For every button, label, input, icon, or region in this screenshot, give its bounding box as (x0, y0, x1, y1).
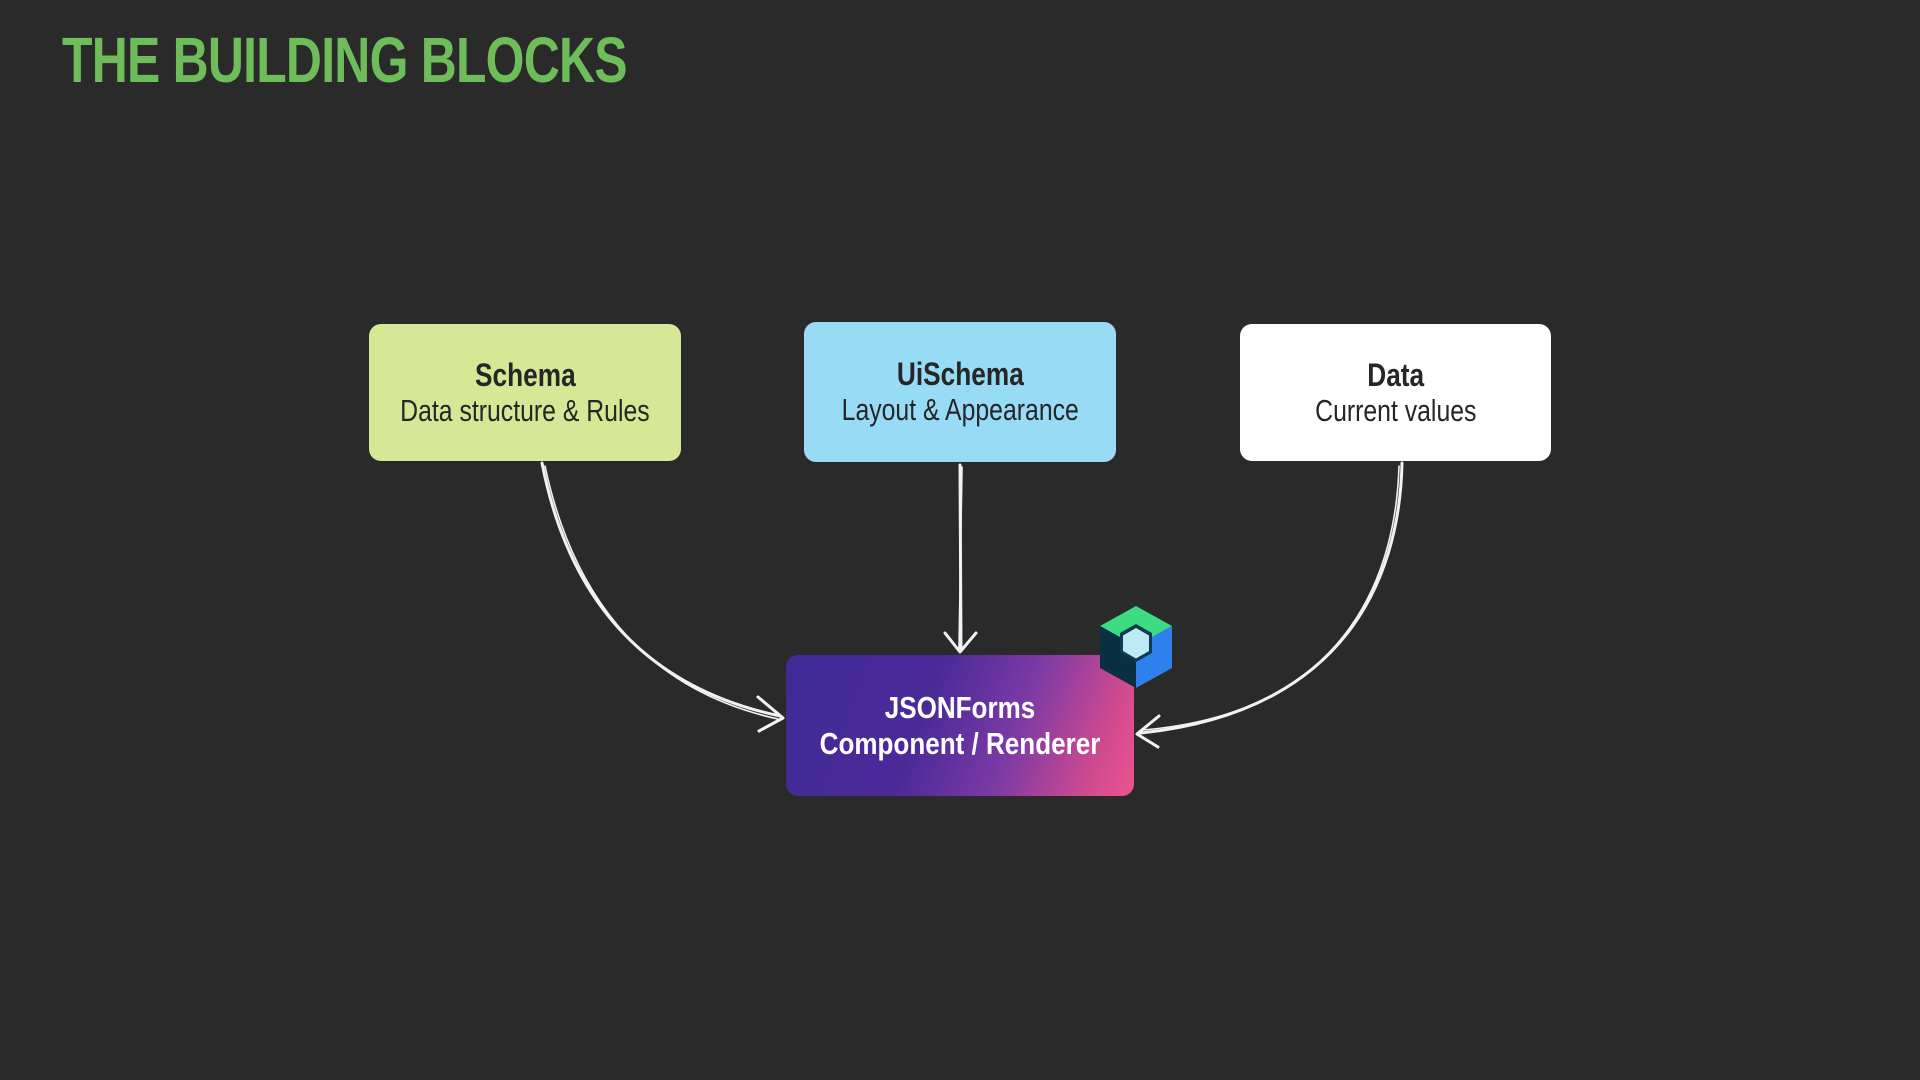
uischema-subtitle: Layout & Appearance (841, 392, 1079, 427)
data-box: Data Current values (1240, 324, 1551, 461)
schema-title: Schema (474, 356, 576, 393)
data-subtitle: Current values (1314, 392, 1477, 428)
jsonforms-renderer-box: JSONForms Component / Renderer (786, 655, 1134, 796)
data-title: Data (1367, 356, 1424, 393)
schema-subtitle: Data structure & Rules (400, 392, 650, 428)
jsonforms-hexagon-logo-icon (1100, 606, 1172, 688)
arrow-uischema-to-renderer (943, 463, 978, 654)
arrow-data-to-renderer (1135, 461, 1404, 749)
schema-box: Schema Data structure & Rules (369, 324, 681, 461)
uischema-title: UiSchema (896, 356, 1024, 392)
renderer-label: JSONForms Component / Renderer (819, 689, 1101, 761)
arrow-schema-to-renderer (540, 461, 785, 733)
slide-title: THE BUILDING BLOCKS (62, 24, 628, 96)
uischema-box: UiSchema Layout & Appearance (804, 322, 1116, 462)
